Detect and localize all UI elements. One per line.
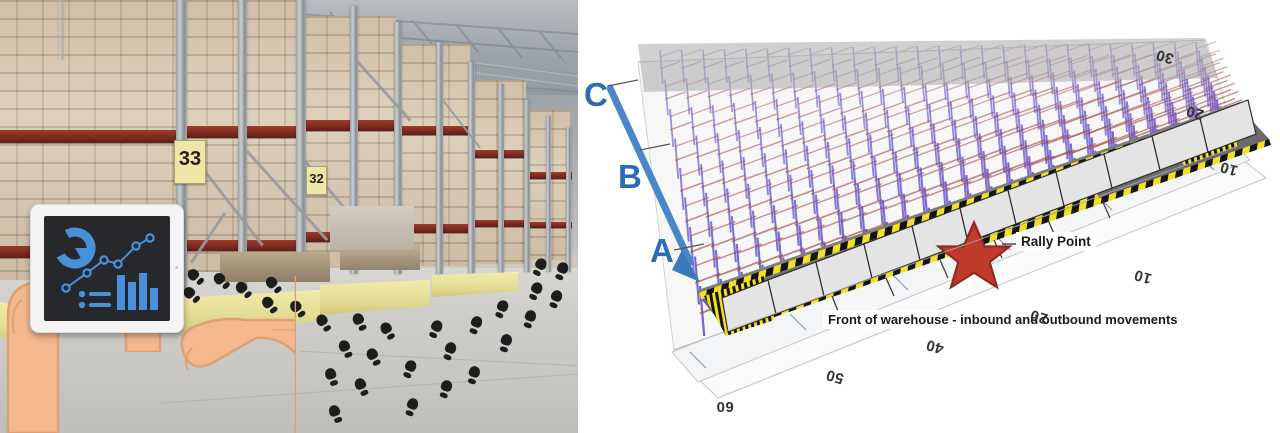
rack-beam bbox=[396, 224, 472, 233]
rack-upright bbox=[394, 22, 402, 274]
rack-beam bbox=[0, 130, 190, 143]
rack-upright bbox=[468, 62, 475, 274]
rack-upright bbox=[498, 84, 504, 274]
zone-label-a-text: A bbox=[650, 232, 674, 269]
warehouse-photograph: 33 32 bbox=[0, 0, 578, 433]
rack-upright bbox=[238, 0, 247, 288]
tablet-device[interactable] bbox=[30, 204, 184, 333]
line-chart-nodes bbox=[61, 233, 155, 293]
aisle-sign-33: 33 bbox=[174, 140, 206, 184]
slab-outline bbox=[637, 39, 1239, 351]
rack-upright bbox=[58, 0, 64, 60]
rack-upright bbox=[524, 100, 530, 272]
rack-upright bbox=[566, 128, 571, 272]
wrapped-pallet-load bbox=[330, 206, 414, 250]
right-hand-illustration bbox=[180, 276, 296, 433]
analytics-dashboard-graphic bbox=[54, 227, 158, 310]
zone-label-b: B bbox=[618, 160, 642, 193]
tablet-screen[interactable] bbox=[44, 216, 170, 321]
axis-label-60-text: 60 bbox=[716, 398, 734, 415]
front-of-warehouse-label: Front of warehouse - inbound and outboun… bbox=[828, 312, 1178, 327]
rally-point-label: Rally Point bbox=[1021, 234, 1091, 249]
rally-point-star bbox=[935, 219, 1013, 290]
rally-point-callout: Rally Point bbox=[1016, 232, 1096, 251]
rack-upright bbox=[296, 0, 306, 278]
zone-label-c-text: C bbox=[584, 76, 608, 113]
warehouse-3d-layout-model: C B A Rally Point Front of warehouse - i… bbox=[578, 0, 1280, 433]
axis-label-60: 60 bbox=[716, 398, 734, 415]
model-geometry bbox=[606, 38, 1271, 399]
rack-beam bbox=[300, 120, 398, 131]
rack-upright bbox=[546, 116, 551, 272]
zone-label-c: C bbox=[584, 78, 608, 111]
bar-chart-icon bbox=[117, 273, 158, 310]
donut-chart-icon bbox=[54, 227, 96, 269]
aisle-sign-32: 32 bbox=[306, 166, 327, 195]
back-wall-shadow bbox=[638, 38, 1218, 92]
zone-label-a: A bbox=[650, 234, 674, 267]
list-rows-icon bbox=[78, 290, 111, 309]
tablet-camera-icon bbox=[175, 266, 178, 269]
dock-bay-row bbox=[721, 99, 1257, 333]
rack-beam bbox=[396, 126, 472, 135]
ground-pallet bbox=[220, 252, 330, 282]
zone-label-b-text: B bbox=[618, 158, 642, 195]
aisle-sign-label: 33 bbox=[178, 148, 202, 170]
rack-upright bbox=[350, 6, 358, 274]
aisle-sign-label: 32 bbox=[309, 171, 324, 186]
front-of-warehouse-callout: Front of warehouse - inbound and outboun… bbox=[823, 310, 1183, 329]
zone-arrow bbox=[606, 79, 705, 282]
rack-upright bbox=[436, 42, 443, 274]
